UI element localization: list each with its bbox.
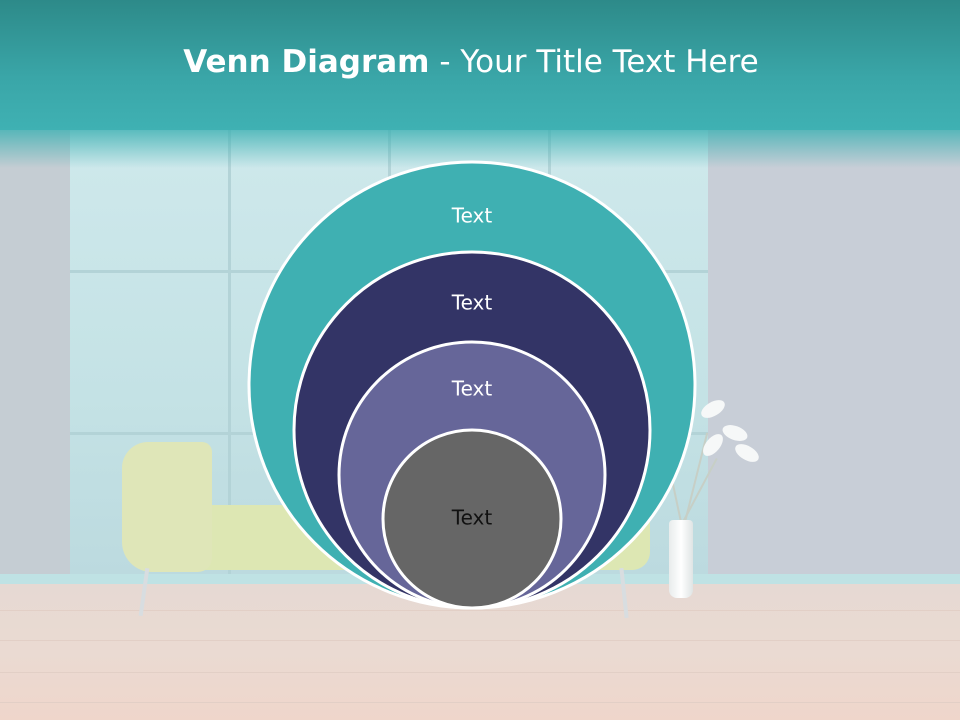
venn-circle-3-label: Text <box>451 377 493 401</box>
floor-plank <box>0 640 960 641</box>
venn-circle-4 <box>381 428 563 610</box>
glass-divider <box>228 120 231 578</box>
background-wall-left <box>0 120 70 580</box>
slide-title: Venn Diagram - Your Title Text Here <box>0 40 942 84</box>
slide-title-bold: Venn Diagram <box>183 44 430 80</box>
venn-circle-2-label: Text <box>451 291 493 315</box>
floor-plank <box>0 702 960 703</box>
title-bar <box>0 0 960 130</box>
sofa-armrest <box>122 442 212 572</box>
background-wall-right <box>708 120 960 578</box>
white-vase <box>669 520 693 598</box>
slide-title-rest: - Your Title Text Here <box>429 44 759 80</box>
floor-plank <box>0 672 960 673</box>
venn-circle-1-label: Text <box>451 204 493 228</box>
floor-plank <box>0 610 960 611</box>
venn-circle-4-label: Text <box>451 506 493 530</box>
